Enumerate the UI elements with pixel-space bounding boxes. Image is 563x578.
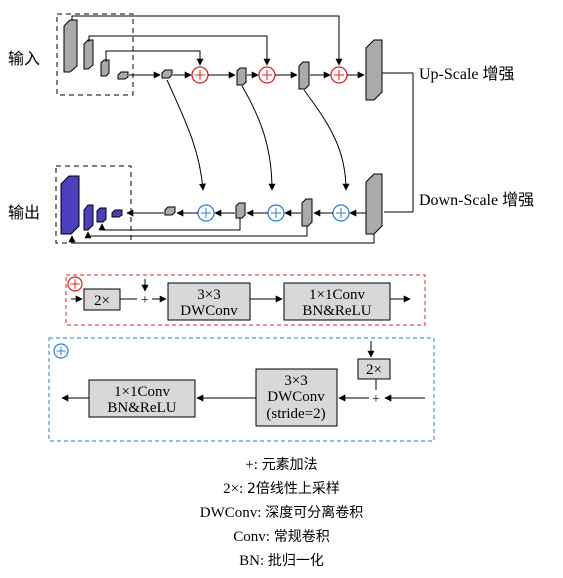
up-plus-label: +	[141, 293, 149, 308]
legend-value: 批归一化	[268, 553, 324, 569]
output-map-1	[61, 176, 79, 234]
input-label: 输入	[8, 49, 40, 68]
legend-line-bn: BN: 批归一化	[0, 550, 563, 570]
feature-map-12	[165, 207, 175, 215]
down-add-node-1	[333, 205, 349, 221]
down-dwconv-line3: (stride=2)	[266, 406, 325, 422]
feature-map-6	[237, 68, 246, 85]
down-add-node-2	[268, 205, 284, 221]
legend-key: BN:	[239, 553, 264, 569]
output-map-3	[97, 208, 106, 222]
down-dwconv-line1: 3×3	[284, 373, 307, 389]
output-label: 输出	[8, 203, 40, 222]
legend-value: 常规卷积	[274, 529, 330, 545]
up-add-node-1	[192, 67, 208, 83]
legend-line-conv: Conv: 常规卷积	[0, 526, 563, 546]
down-add-node-3	[198, 205, 214, 221]
up-add-node-3	[331, 67, 347, 83]
feature-map-9	[366, 174, 382, 234]
down-dwconv-line2: DWConv	[267, 389, 325, 405]
feature-map-8	[366, 40, 382, 100]
feature-map-7	[299, 62, 309, 89]
up-conv-line1: 1×1Conv	[309, 287, 365, 303]
down-module-symbol	[54, 344, 68, 358]
down-module: 2× + 3×3 DWConv (stride=2) 1×1Conv BN&Re…	[49, 338, 434, 441]
down-conv-line1: 1×1Conv	[114, 384, 170, 400]
feature-map-11	[236, 203, 245, 218]
cross-connections	[167, 80, 346, 190]
legend-key: Conv:	[233, 529, 270, 545]
legend-line-dwconv: DWConv: 深度可分离卷积	[0, 502, 563, 522]
legend-value: 深度可分离卷积	[265, 505, 363, 521]
down-plus-label: +	[372, 392, 380, 407]
feature-map-2	[84, 40, 93, 69]
up-add-node-2	[259, 67, 275, 83]
feature-map-5	[162, 70, 172, 78]
feature-map-1	[64, 20, 77, 72]
output-map-2	[84, 205, 93, 230]
down-upsample-label: 2×	[366, 362, 382, 378]
up-upsample-label: 2×	[94, 293, 110, 309]
output-map-4	[112, 210, 122, 217]
feature-map-10	[302, 199, 312, 226]
up-module: 2× + 3×3 DWConv 1×1Conv BN&ReLU	[66, 275, 425, 325]
legend-value: 元素加法	[262, 457, 318, 473]
legend-key: DWConv:	[200, 505, 262, 521]
upscale-label: Up-Scale 增强	[419, 65, 515, 83]
feature-map-3	[101, 60, 109, 76]
legend-line-upsample: 2×: 2倍线性上采样	[0, 478, 563, 498]
legend-key: +:	[245, 457, 258, 473]
legend-line-add: +: 元素加法	[0, 454, 563, 474]
legend-value: 2倍线性上采样	[247, 481, 340, 497]
up-dwconv-line1: 3×3	[197, 287, 220, 303]
legend-key: 2×:	[223, 481, 243, 497]
encoder-row: 输入	[8, 14, 515, 100]
up-module-symbol	[68, 277, 82, 291]
down-conv-line2: BN&ReLU	[107, 400, 176, 416]
feature-map-4	[118, 72, 128, 79]
decoder-row: Down-Scale 增强 输出	[8, 73, 534, 243]
up-conv-line2: BN&ReLU	[302, 303, 371, 319]
up-dwconv-line2: DWConv	[180, 303, 238, 319]
downscale-label: Down-Scale 增强	[419, 191, 534, 209]
